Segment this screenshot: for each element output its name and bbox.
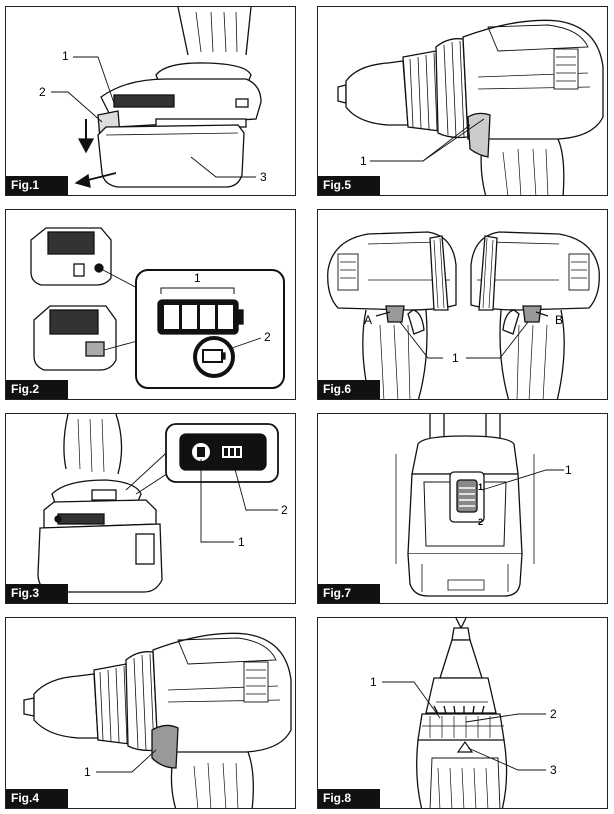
figure-4: 1 Fig.4 [5, 617, 296, 809]
torque-adjustment-illustration [382, 618, 546, 808]
callout-label: 1 [565, 463, 572, 477]
switch-action-illustration [23, 632, 292, 808]
callout-label: 2 [550, 707, 557, 721]
callout-label: 1 [238, 535, 245, 549]
figure-label: Fig.3 [6, 584, 68, 603]
speed-change-illustration [395, 414, 564, 597]
callout-label: 1 [452, 351, 459, 365]
speed-mark-label: 1 [478, 482, 484, 492]
figure-label: Fig.5 [318, 176, 380, 195]
figure-6: A 1 B Fig.6 [317, 209, 608, 400]
callout-label: 1 [370, 675, 377, 689]
figure-label: Fig.7 [318, 584, 380, 603]
callout-label: 1 [194, 271, 201, 285]
figure-2: 1 2 Fig.2 [5, 209, 296, 400]
battery-removal-illustration [51, 7, 262, 188]
battery-indicator-illustration [30, 227, 285, 389]
reversing-switch-illustration [327, 231, 600, 399]
figure-label: Fig.8 [318, 789, 380, 808]
callout-label: 3 [260, 170, 267, 184]
callout-label: 1 [62, 49, 69, 63]
callout-label: B [555, 313, 564, 327]
speed-mark-label: 2 [478, 517, 484, 527]
callout-label: 2 [281, 503, 288, 517]
callout-label: 1 [360, 154, 367, 168]
figure-7: 1 1 2 Fig.7 [317, 413, 608, 604]
figure-label: Fig.1 [6, 176, 68, 195]
remaining-capacity-illustration [37, 414, 279, 593]
figure-label: Fig.2 [6, 380, 68, 399]
figure-8: 1 2 3 Fig.8 [317, 617, 608, 809]
callout-label: 2 [264, 330, 271, 344]
figure-3: 1 2 Fig.3 [5, 413, 296, 604]
figure-label: Fig.6 [318, 380, 380, 399]
callout-label: 2 [39, 85, 46, 99]
callout-label: 3 [550, 763, 557, 777]
figure-label: Fig.4 [6, 789, 68, 808]
callout-label: A [364, 313, 373, 327]
figure-5: 1 Fig.5 [317, 6, 608, 196]
drill-side-view-illustration [337, 19, 604, 195]
figure-1: 1 2 3 Fig.1 [5, 6, 296, 196]
callout-label: 1 [84, 765, 91, 779]
